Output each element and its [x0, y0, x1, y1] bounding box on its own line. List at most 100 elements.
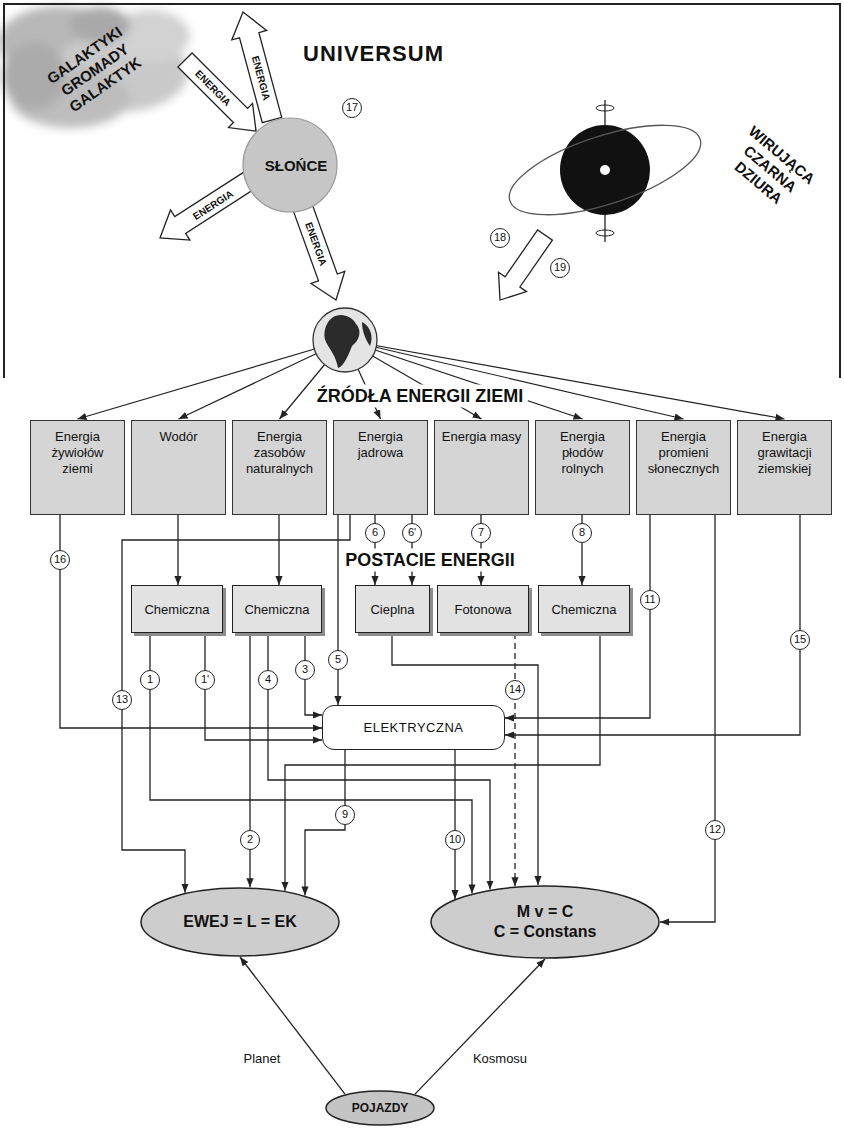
flow-connector	[514, 633, 515, 886]
energy-form-box: Chemiczna	[131, 585, 223, 633]
flow-connector	[454, 750, 455, 899]
sun-disk	[243, 118, 337, 212]
ellipse-outline	[326, 1091, 434, 1125]
ellipse-outline	[141, 888, 339, 956]
galaxy-cluster: GALAKTYKI GROMADY GALAKTYK	[5, 5, 185, 133]
node-text: EWEJ = L = EK	[183, 912, 297, 932]
flow-connector	[660, 515, 715, 922]
callout-number: 17	[342, 98, 362, 118]
black-hole: WIRUJĄCA CZARNA DZIURA	[530, 85, 835, 265]
callout-number: 1	[140, 670, 160, 690]
flow-connector	[177, 515, 178, 585]
source-box: Energia płodów rolnych	[535, 420, 630, 515]
energy-block-arrow	[178, 53, 256, 131]
node-text: C = Constans	[494, 922, 597, 942]
node-text: SŁOŃCE	[265, 157, 328, 174]
flow-connector	[278, 515, 279, 585]
source-box: Energia żywiołów ziemi	[30, 420, 125, 515]
callout-number: 7	[471, 523, 491, 543]
spin-arrow	[596, 105, 614, 111]
node-text: Energia grawitacji ziemskiej	[742, 429, 827, 477]
vehicle-ellipse: POJAZDY	[325, 1090, 435, 1126]
flow-connector	[150, 633, 472, 893]
electric-energy-box: ELEKTRYCZNA	[322, 705, 505, 750]
energy-form-box: Chemiczna	[538, 585, 630, 633]
flow-connector	[205, 633, 322, 740]
black-hole-figure	[499, 100, 710, 242]
source-box: Energia promieni słonecznych	[636, 420, 731, 515]
orbit	[499, 107, 710, 233]
callout-number: 2	[240, 830, 260, 850]
callout-number: 9	[335, 805, 355, 825]
flow-connector	[392, 633, 538, 885]
callout-number: 18	[490, 228, 510, 248]
energy-form-box: Fotonowa	[437, 585, 529, 633]
node-text: Energia zasobów naturalnych	[237, 429, 322, 477]
ellipse-outline	[431, 886, 659, 958]
callout-number: 15	[790, 630, 810, 650]
callout-number: 3	[295, 660, 315, 680]
node-text: ELEKTRYCZNA	[364, 720, 464, 735]
node-text: Energia płodów rolnych	[540, 429, 625, 477]
node-text: Chemiczna	[244, 602, 309, 617]
formula-ellipse: M v = CC = Constans	[430, 885, 660, 959]
energy-block-arrow	[291, 197, 345, 300]
callout-number: 19	[550, 258, 570, 278]
earth-circle	[313, 308, 377, 372]
continent	[362, 322, 372, 346]
node-text: GALAKTYKI GROMADY GALAKTYK	[39, 19, 152, 121]
flow-connector	[285, 633, 600, 891]
source-box: Energia masy	[434, 420, 529, 515]
callout-number: 10	[445, 830, 465, 850]
formula-ellipse: EWEJ = L = EK	[140, 887, 340, 957]
spin-arrow	[596, 230, 614, 236]
callout-number: 6'	[402, 523, 422, 543]
node-outline	[430, 885, 660, 959]
callout-number: 12	[705, 820, 725, 840]
node-text: POJAZDY	[352, 1101, 409, 1115]
callout-number: 8	[572, 523, 592, 543]
connectors	[60, 53, 800, 1094]
node-text: Energia masy	[442, 429, 521, 445]
universe-frame: GALAKTYKI GROMADY GALAKTYK SŁOŃCE WIRUJĄCA…	[3, 3, 841, 378]
flow-connector	[415, 959, 545, 1094]
node-text: Cieplna	[370, 602, 414, 617]
energy-block-arrow	[160, 172, 255, 241]
node-text: WIRUJĄCA CZARNA DZIURA	[714, 116, 825, 222]
callout-number: 11	[640, 590, 660, 610]
flow-connector	[268, 633, 490, 890]
node-text: Energia promieni słonecznych	[641, 429, 726, 477]
earth-source-arrows	[78, 340, 785, 419]
source-box: Energia grawitacji ziemskiej	[737, 420, 832, 515]
node-text: Chemiczna	[551, 602, 616, 617]
callout-number: 1'	[195, 670, 215, 690]
flow-connector	[505, 515, 800, 735]
node-text: UNIVERSUM	[303, 41, 444, 67]
node-text: Chemiczna	[144, 602, 209, 617]
node-text: M v = C	[517, 902, 573, 922]
callout-number: 16	[50, 550, 70, 570]
flow-connector	[60, 515, 322, 728]
source-arrow	[78, 340, 346, 419]
galaxy-cloud	[0, 6, 190, 128]
black-hole-disk	[560, 125, 650, 215]
section-heading: POSTACIE ENERGII	[340, 549, 520, 572]
sun-circle: SŁOŃCE	[242, 117, 338, 213]
node-text: Wodór	[159, 429, 197, 445]
flow-connector	[240, 957, 345, 1094]
source-box: Wodór	[131, 420, 226, 515]
energy-form-box: Cieplna	[355, 585, 430, 633]
flow-connector	[337, 515, 338, 705]
continent	[324, 315, 359, 368]
edge-label: Kosmosu	[471, 1051, 529, 1066]
source-box: Energia jadrowa	[333, 420, 428, 515]
flow-connector	[122, 515, 350, 893]
earth-globe	[313, 308, 377, 372]
energy-form-box: Chemiczna	[232, 585, 322, 633]
callout-number: 13	[112, 690, 132, 710]
callout-number: 4	[258, 670, 278, 690]
node-text: Energia żywiołów ziemi	[35, 429, 120, 477]
section-heading: ŹRÓDŁA ENERGII ZIEMI	[312, 385, 528, 408]
singularity-dot	[600, 165, 610, 175]
